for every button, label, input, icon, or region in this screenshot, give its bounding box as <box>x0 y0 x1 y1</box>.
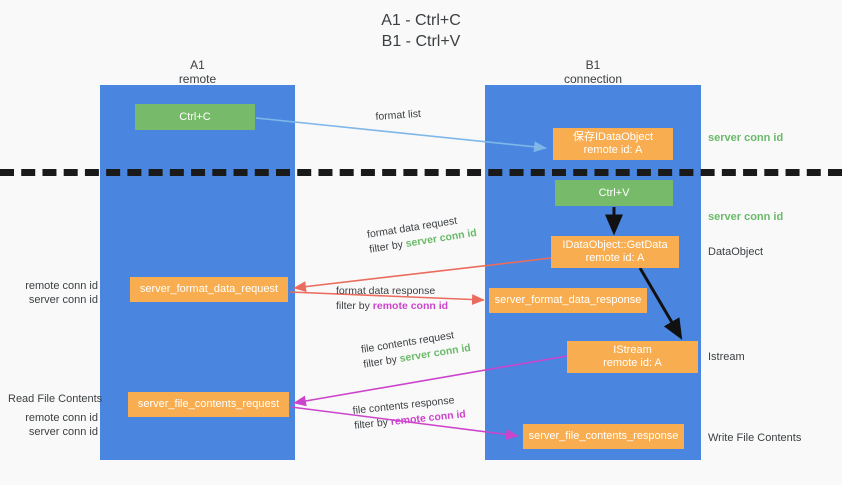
label-istream: Istream <box>708 351 745 363</box>
box-idataobject-getdata[interactable]: IDataObject::GetData remote id: A <box>551 236 679 268</box>
edge-label-fdresp-prefix: filter by <box>336 300 373 312</box>
box-idataobject-line2: remote id: A <box>583 144 643 156</box>
box-istream-line1: IStream <box>613 344 652 356</box>
box-server-file-contents-request[interactable]: server_file_contents_request <box>128 392 289 417</box>
edge-label-format-data-response: format data response filter by remote co… <box>336 284 448 314</box>
label-remote-conn-id-1: remote conn id <box>25 280 98 292</box>
edge-label-format-list: format list <box>375 107 421 125</box>
box-server-format-data-response[interactable]: server_format_data_response <box>489 288 647 313</box>
edge-label-fdresp-line1: format data response <box>336 285 436 297</box>
box-idataobject[interactable]: 保存IDataObject remote id: A <box>553 128 673 160</box>
box-file-req-label: server_file_contents_request <box>137 398 280 410</box>
box-getdata-line2: remote id: A <box>585 252 645 264</box>
lane-header-b1: B1 connection <box>563 58 623 86</box>
box-fmt-req-label: server_format_data_request <box>139 283 279 295</box>
label-conn-ids-file: remote conn id server conn id <box>10 411 98 439</box>
label-dataobject: DataObject <box>708 246 764 258</box>
edge-label-format-data-request: format data request filter by server con… <box>366 211 478 258</box>
label-conn-ids-format: remote conn id server conn id <box>10 279 98 307</box>
page-title: A1 - Ctrl+C B1 - Ctrl+V <box>381 12 461 50</box>
box-ctrl-c-line1: Ctrl+C <box>179 110 211 123</box>
label-server-conn-id-left-2: server conn id <box>28 426 98 438</box>
label-read-file-contents: Read File Contents <box>8 393 103 405</box>
label-server-conn-id-left-1: server conn id <box>28 294 98 306</box>
edge-label-format-list-text: format list <box>375 107 422 123</box>
box-idataobject-line1: 保存IDataObject <box>572 131 654 143</box>
box-ctrl-v[interactable]: Ctrl+V <box>555 180 673 206</box>
edge-label-fdresp-line2: filter by remote conn id <box>336 299 448 314</box>
label-server-conn-id-top: server conn id <box>708 132 784 144</box>
box-istream-line2: remote id: A <box>603 357 662 369</box>
box-ctrl-v-line1: Ctrl+V <box>598 186 630 199</box>
edge-label-file-contents-request: file contents request filter by server c… <box>360 326 472 373</box>
box-server-file-contents-response[interactable]: server_file_contents_response <box>523 424 684 449</box>
dashed-divider <box>0 169 842 176</box>
box-file-resp-label: server_file_contents_response <box>528 430 679 442</box>
box-ctrl-c[interactable]: Ctrl+C <box>135 104 255 130</box>
edge-label-fdresp-highlight: remote conn id <box>372 300 449 312</box>
edge-label-fcresp-prefix: filter by <box>353 416 392 432</box>
box-istream[interactable]: IStream remote id: A <box>567 341 698 373</box>
box-fmt-resp-label: server_format_data_response <box>494 294 642 306</box>
lane-header-a1: A1 remote <box>178 58 217 86</box>
label-remote-conn-id-2: remote conn id <box>25 412 98 424</box>
label-write-file-contents: Write File Contents <box>708 432 802 444</box>
box-server-format-data-request[interactable]: server_format_data_request <box>130 277 288 302</box>
box-getdata-line1: IDataObject::GetData <box>562 239 668 251</box>
label-server-conn-id-second: server conn id <box>708 211 784 223</box>
edge-label-file-contents-response: file contents response filter by remote … <box>352 392 467 434</box>
